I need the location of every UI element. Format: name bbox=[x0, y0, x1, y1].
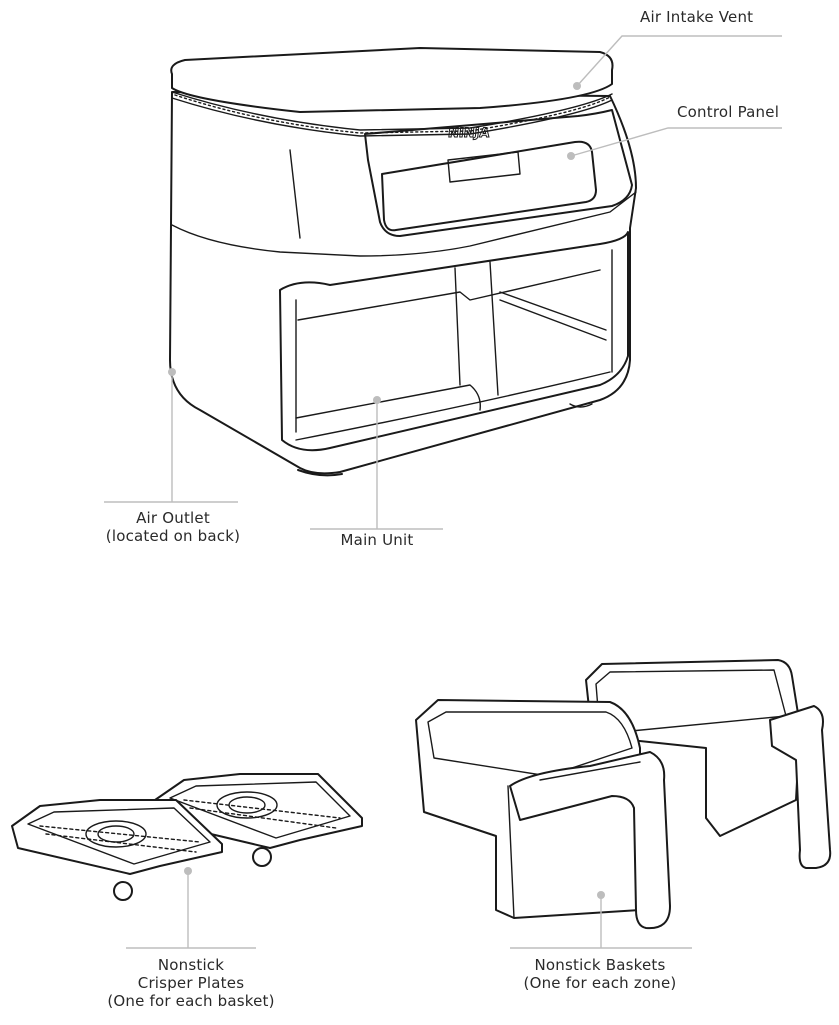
label-baskets-line2: (One for each zone) bbox=[523, 974, 677, 992]
label-air-outlet: Air Outlet (located on back) bbox=[98, 509, 248, 545]
label-control-panel: Control Panel bbox=[677, 103, 779, 121]
lid bbox=[170, 47, 614, 113]
label-air-outlet-line2: (located on back) bbox=[105, 527, 241, 545]
main-unit-drawing: NINJA bbox=[168, 47, 637, 477]
label-nonstick-baskets: Nonstick Baskets (One for each zone) bbox=[500, 956, 700, 992]
label-air-outlet-line1: Air Outlet bbox=[136, 509, 210, 527]
basket-rear bbox=[585, 659, 801, 837]
label-main-unit-text: Main Unit bbox=[340, 531, 414, 549]
crisper-plate-front bbox=[11, 799, 223, 875]
label-crisper-plates: Nonstick Crisper Plates (One for each ba… bbox=[88, 956, 294, 1010]
display-window bbox=[381, 140, 597, 232]
basket-front-handle bbox=[509, 751, 671, 930]
basket-rear-handle bbox=[769, 705, 832, 869]
air-intake-vent bbox=[171, 91, 613, 137]
label-crisper-line2: Crisper Plates bbox=[137, 974, 245, 992]
label-main-unit: Main Unit bbox=[310, 531, 444, 549]
label-baskets-line1: Nonstick Baskets bbox=[534, 956, 666, 974]
nonstick-baskets-drawing bbox=[415, 659, 832, 930]
label-control-panel-text: Control Panel bbox=[677, 103, 780, 121]
ninja-logo: NINJA bbox=[447, 126, 491, 141]
crisper-plates-drawing bbox=[11, 773, 363, 901]
label-crisper-line3: (One for each basket) bbox=[107, 992, 275, 1010]
label-air-intake-vent: Air Intake Vent bbox=[640, 8, 753, 26]
label-crisper-line1: Nonstick bbox=[157, 956, 225, 974]
leader-lines bbox=[104, 35, 782, 949]
label-air-intake-vent-text: Air Intake Vent bbox=[640, 8, 754, 26]
